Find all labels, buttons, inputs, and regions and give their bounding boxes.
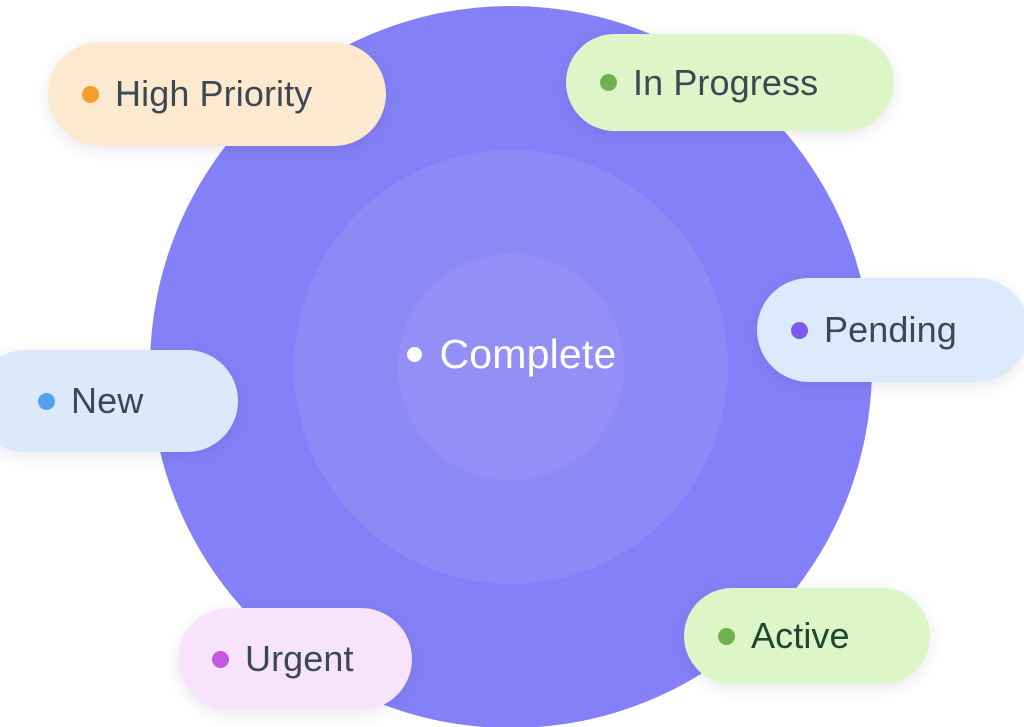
status-pill-label-urgent: Urgent: [245, 638, 354, 679]
status-pill-label-in-progress: In Progress: [633, 61, 819, 103]
status-pill-label-high-priority: High Priority: [115, 73, 313, 114]
urgent-dot-icon: [212, 650, 229, 668]
high-priority-dot-icon: [82, 85, 99, 103]
status-pill-active[interactable]: Active: [684, 588, 930, 684]
status-pill-in-progress[interactable]: In Progress: [566, 34, 894, 131]
center-status-label: Complete: [439, 331, 617, 377]
status-pill-high-priority[interactable]: High Priority: [48, 42, 386, 146]
status-pill-new[interactable]: New: [0, 350, 238, 452]
status-pill-label-pending: Pending: [824, 309, 957, 350]
active-dot-icon: [718, 627, 735, 645]
in-progress-dot-icon: [600, 74, 617, 91]
status-pill-urgent[interactable]: Urgent: [178, 608, 412, 710]
status-pill-label-new: New: [71, 380, 144, 421]
complete-dot-icon: [407, 347, 423, 362]
pending-dot-icon: [791, 321, 808, 339]
center-status-complete[interactable]: Complete: [0, 334, 1024, 375]
status-pill-label-active: Active: [751, 615, 850, 656]
new-dot-icon: [38, 392, 55, 410]
status-pill-pending[interactable]: Pending: [757, 278, 1024, 382]
